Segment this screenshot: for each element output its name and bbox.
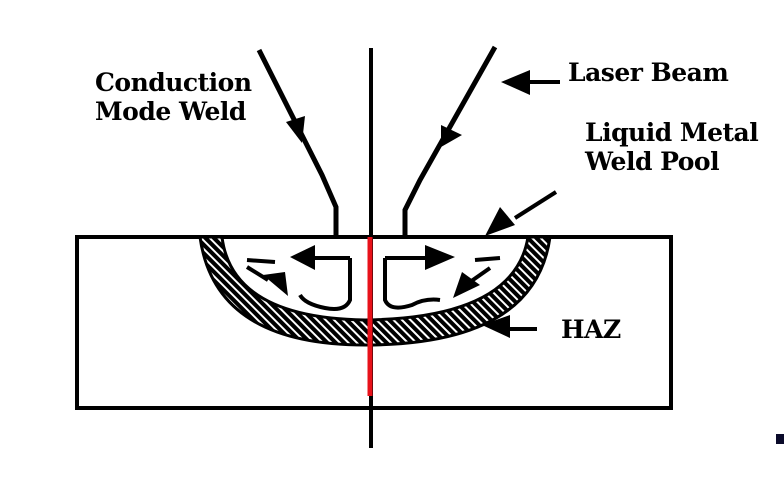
conduction-mode-label-line2: Mode Weld [95,97,246,126]
weld-pool-label: Liquid Metal Weld Pool [585,118,759,176]
flow-arrow-left-down-icon [263,272,288,296]
flow-arrow-right-down-icon [453,272,480,298]
weld-pool-pointer-icon [485,207,515,236]
haz-label: HAZ [561,315,621,344]
flow-loop-left [245,256,352,311]
flow-arrow-right-top-icon [425,245,455,270]
beam-arrow-left-icon [286,116,305,143]
corner-mark [776,434,784,444]
flow-arrow-left-top-icon [290,245,315,270]
laser-beam-pointer-icon [501,70,530,95]
conduction-mode-label-line1: Conduction [95,68,252,97]
haz-pointer-icon [482,315,510,338]
laser-beam-text: Laser Beam [568,58,729,87]
weld-pool-pointer-line [513,190,558,220]
weld-pool-label-line2: Weld Pool [585,147,720,176]
laser-beam-label: Laser Beam [568,58,729,87]
workpiece-block [75,235,673,410]
conduction-mode-weld-label: Conduction Mode Weld [95,68,252,126]
laser-beam-right [402,45,498,238]
flow-loop-right [383,256,501,310]
beam-arrow-right-icon [441,125,462,147]
haz-text: HAZ [561,315,621,344]
haz-band [198,235,552,347]
weld-pool-label-line1: Liquid Metal [585,118,759,147]
laser-beam-left [256,48,339,238]
